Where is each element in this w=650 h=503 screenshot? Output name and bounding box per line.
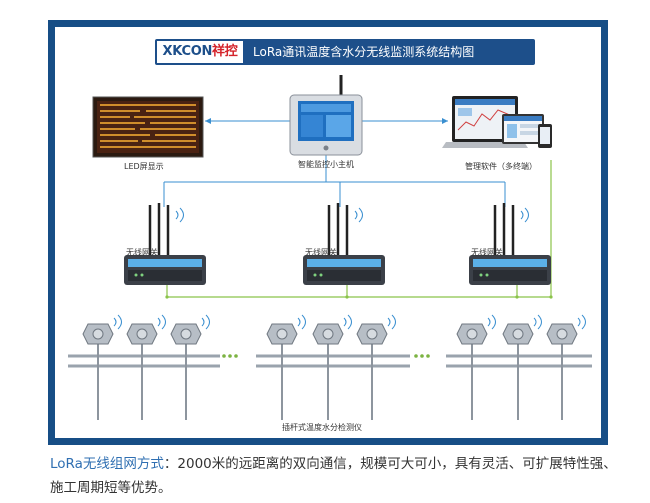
blue-links [163,120,506,207]
led-screen-icon [92,96,204,158]
sensor-icon [502,323,534,345]
led-label: LED屏显示 [124,162,164,171]
management-software-icon [442,96,552,148]
sensor-row-label: 插杆式温度水分检测仪 [282,423,362,432]
sensor-icon [266,323,298,345]
gateway-left-icon [124,203,206,285]
arrow-right-icon [442,118,448,124]
title-bar: XKCON祥控 LoRa通讯温度含水分无线监测系统结构图 [155,39,535,65]
caption-highlight: LoRa无线组网方式 [50,456,164,472]
wifi-signal-icons [113,314,586,330]
green-dot [345,295,349,299]
sensor-icon [312,323,344,345]
sensor-icon [456,323,488,345]
green-dots [165,295,553,299]
blue-arrows [205,118,448,124]
gateway-middle-label: 无线网关 [305,248,337,257]
brand-logo: XKCON祥控 [157,41,243,63]
arrow-left-icon [205,118,211,124]
gateway-left-label: 无线网关 [126,248,158,257]
gateway-middle-icon [303,203,385,285]
gateway-right-icon [469,203,551,285]
sensor-pipes [68,354,592,368]
ellipsis-dots [222,354,430,358]
green-dot [515,295,519,299]
sensor-icon [170,323,202,345]
sensor-rods [97,340,563,420]
sensor-icon [546,323,578,345]
green-dot [549,295,553,299]
gateway-right-label: 无线网关 [471,248,503,257]
logo-mark: X [162,44,173,59]
sensor-heads [82,323,578,345]
diagram-title: LoRa通讯温度含水分无线监测系统结构图 [253,45,475,59]
caption: LoRa无线组网方式：2000米的远距离的双向通信，规模可大可小，具有灵活、可扩… [50,452,630,500]
sensor-icon [82,323,114,345]
logo-text: KCON [172,44,213,59]
green-dot [165,295,169,299]
sensor-icon [126,323,158,345]
caption-text: ：2000米的远距离的双向通信，规模可大可小，具有灵活、可扩展特性强、施工周期短… [50,456,617,496]
host-controller-icon [289,75,363,156]
sensor-icon [356,323,388,345]
logo-cn: 祥控 [212,44,238,59]
software-label: 管理软件（多终端） [465,162,537,171]
host-label: 智能监控小主机 [298,160,354,169]
